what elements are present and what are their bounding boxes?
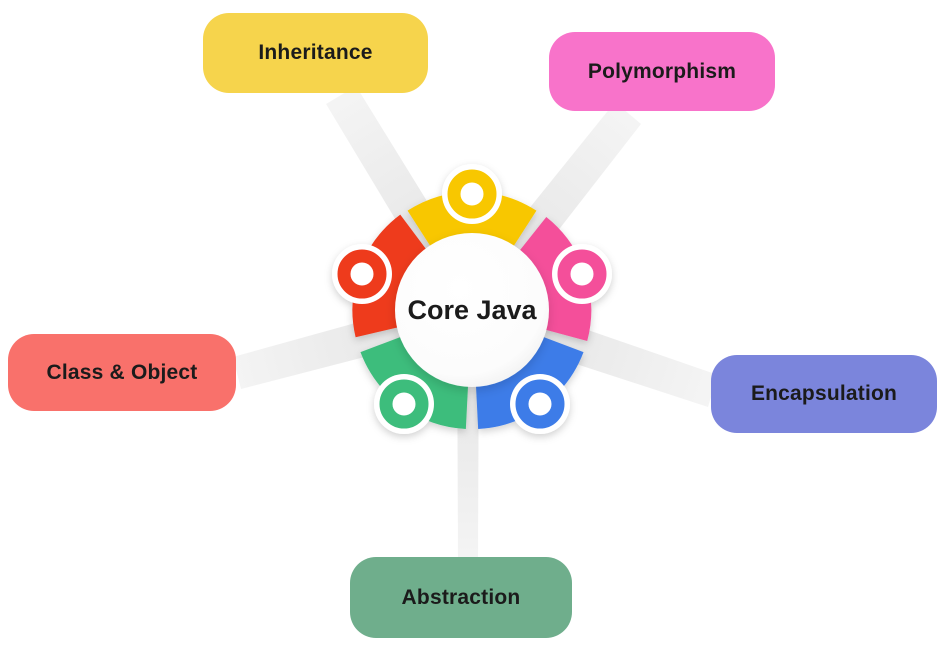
node-class-object-label: Class & Object — [46, 360, 198, 384]
hub-circle — [395, 233, 549, 387]
hub-title-text: Core Java — [407, 294, 537, 325]
ring-icon-polymorphism — [557, 249, 607, 299]
node-polymorphism: Polymorphism — [549, 32, 775, 111]
node-encapsulation-label: Encapsulation — [750, 382, 898, 405]
hub-petals — [332, 164, 612, 434]
node-inheritance-label: Inheritance — [258, 41, 373, 64]
node-abstraction-label: Abstraction — [401, 585, 521, 609]
node-polymorphism-label: Polymorphism — [587, 59, 737, 83]
ring-icon-encapsulation — [515, 379, 565, 429]
ring-icon-inheritance — [447, 169, 497, 219]
node-inheritance: Inheritance — [203, 13, 428, 93]
ring-icon-abstraction — [379, 379, 429, 429]
node-encapsulation: Encapsulation — [711, 355, 937, 433]
ring-icon-class-object — [337, 249, 387, 299]
hub-title: Core Java — [372, 288, 572, 332]
node-abstraction: Abstraction — [350, 557, 572, 638]
node-class-object: Class & Object — [8, 334, 236, 411]
